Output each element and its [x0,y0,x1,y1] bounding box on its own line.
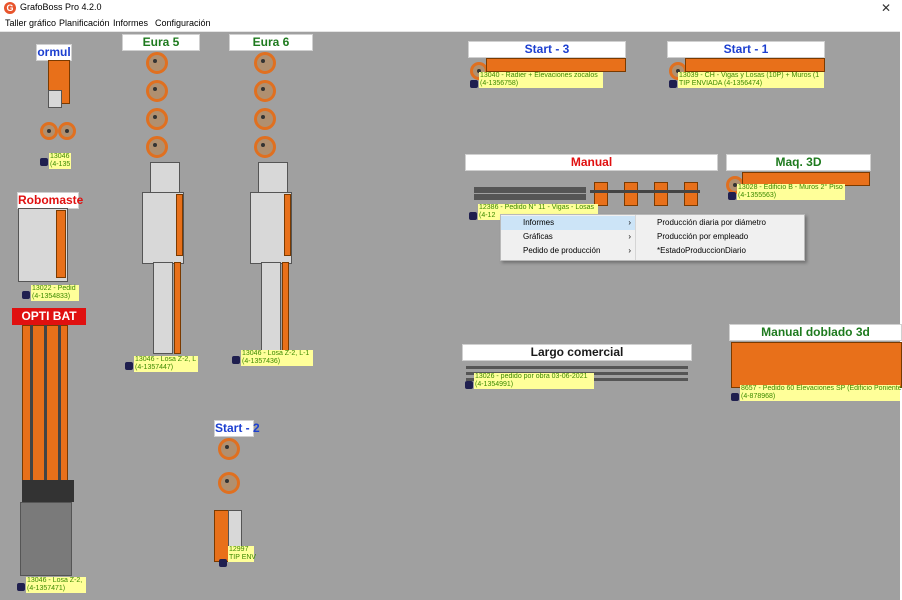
machine-label-start3[interactable]: Start - 3 [468,41,626,58]
operator-icon[interactable] [669,80,677,88]
eura6-wheel-icon [254,80,276,102]
ticket-largo[interactable]: 13026 - pedido por obra 03-06-2021(4-135… [474,373,594,389]
manual-rail [474,194,586,200]
menu-taller-grafico[interactable]: Taller gráfico [5,18,57,28]
eura6-rail [261,262,281,354]
machine-label-eura5[interactable]: Eura 5 [122,34,200,51]
menu-informes[interactable]: Informes [113,18,149,28]
context-menu: Informes› Gráficas› Pedido de producción… [500,214,805,261]
optibat-base [22,480,74,502]
manual-station[interactable] [684,182,698,206]
context-menu-item-informes[interactable]: Informes› [501,216,635,230]
menu-configuracion[interactable]: Configuración [155,18,211,28]
ticket-start3[interactable]: 13040 - Radier + Elevaciones zocalos(4-1… [479,72,603,88]
submenu-produccion-diametro[interactable]: Producción diaria por diámetro [657,218,766,227]
operator-icon[interactable] [40,158,48,166]
manual-station[interactable] [594,182,608,206]
operator-icon[interactable] [125,362,133,370]
formula-machine-head [48,90,62,108]
ticket-manualdoblado[interactable]: 8657 - Pedido 60 Elevaciones SP (Edifici… [740,385,902,401]
eura6-wheel-icon [254,52,276,74]
machine-label-start1[interactable]: Start - 1 [667,41,825,58]
context-menu-main: Informes› Gráficas› Pedido de producción… [501,215,636,260]
start2-wheel-icon [218,438,240,460]
eura5-wheel-icon [146,80,168,102]
context-menu-item-graficas[interactable]: Gráficas› [501,230,635,244]
title-bar: G GrafoBoss Pro 4.2.0 ✕ [0,0,900,16]
eura6-head [258,162,288,194]
machine-label-formula[interactable]: ormul [36,44,72,61]
optibat-rod [58,325,61,505]
operator-icon[interactable] [470,80,478,88]
optibat-rod [30,325,33,505]
ticket-formula[interactable]: 13046(4-135 [49,153,71,169]
ticket-eura6[interactable]: 13046 - Losa Z-2, L-1(4-1357436) [241,350,313,366]
eura5-wheel-icon [146,108,168,130]
operator-icon[interactable] [219,559,227,567]
machine-label-maq3d[interactable]: Maq. 3D [726,154,871,171]
formula-wheel-icon [40,122,58,140]
eura6-side-bar [284,194,291,256]
eura6-wheel-icon [254,108,276,130]
ticket-eura5[interactable]: 13046 - Losa Z-2, L(4-1357447) [134,356,198,372]
machine-label-eura6[interactable]: Eura 6 [229,34,313,51]
eura5-head [150,162,180,194]
manual-rail [474,187,586,193]
ticket-start1[interactable]: 13039 - CH - Vigas y Losas (10P) + Muros… [678,72,824,88]
machine-label-optibat[interactable]: OPTI BAT [12,308,86,325]
operator-icon[interactable] [17,583,25,591]
start2-wheel-icon [218,472,240,494]
app-logo-icon: G [4,2,16,14]
operator-icon[interactable] [728,192,736,200]
ticket-robomaster[interactable]: 13022 - Pedid(4-1354833) [31,285,79,301]
start1-body[interactable] [685,58,825,72]
operator-icon[interactable] [22,291,30,299]
eura5-rail [153,262,173,354]
chevron-right-icon: › [628,232,631,241]
start2-head [228,510,242,548]
eura6-rail-bar [282,262,289,354]
machine-label-largo[interactable]: Largo comercial [462,344,692,361]
optibat-rails [20,502,72,576]
operator-icon[interactable] [731,393,739,401]
ticket-maq3d[interactable]: 13028 - Edificio B - Muros 2° Piso(4-135… [737,184,845,200]
eura6-wheel-icon [254,136,276,158]
manual-conveyor [590,190,700,193]
eura5-rail-bar [174,262,181,354]
manual-station[interactable] [654,182,668,206]
operator-icon[interactable] [469,212,477,220]
ticket-optibat[interactable]: 13046 - Losa Z-2,(4-1357471) [26,577,86,593]
chevron-right-icon: › [628,218,631,227]
robomaster-bar [56,210,66,278]
eura5-side-bar [176,194,183,256]
submenu-estado-produccion-diario[interactable]: *EstadoProduccionDiario [657,246,746,255]
menu-planificacion[interactable]: Planificación [59,18,110,28]
manualdoblado-body[interactable] [731,342,902,388]
submenu-produccion-empleado[interactable]: Producción por empleado [657,232,749,241]
plant-workspace: ormul 13046(4-135 Eura 5 13046 - Losa Z-… [0,32,902,600]
context-menu-item-pedido-produccion[interactable]: Pedido de producción› [501,244,635,258]
formula-wheel-icon [58,122,76,140]
machine-label-robomaster[interactable]: Robomaste [17,192,84,209]
window-title: GrafoBoss Pro 4.2.0 [20,2,102,12]
chevron-right-icon: › [628,246,631,255]
machine-label-manualdoblado[interactable]: Manual doblado 3d [729,324,902,341]
largo-bar [466,366,688,369]
machine-label-start2[interactable]: Start - 2 [214,420,260,437]
eura5-wheel-icon [146,52,168,74]
optibat-rod [44,325,47,505]
start3-body[interactable] [486,58,626,72]
operator-icon[interactable] [232,356,240,364]
eura5-wheel-icon [146,136,168,158]
manual-station[interactable] [624,182,638,206]
menu-bar: Taller gráfico Planificación Informes Co… [0,16,900,32]
operator-icon[interactable] [465,381,473,389]
close-window-button[interactable]: ✕ [880,1,892,15]
machine-label-manual[interactable]: Manual [465,154,718,171]
